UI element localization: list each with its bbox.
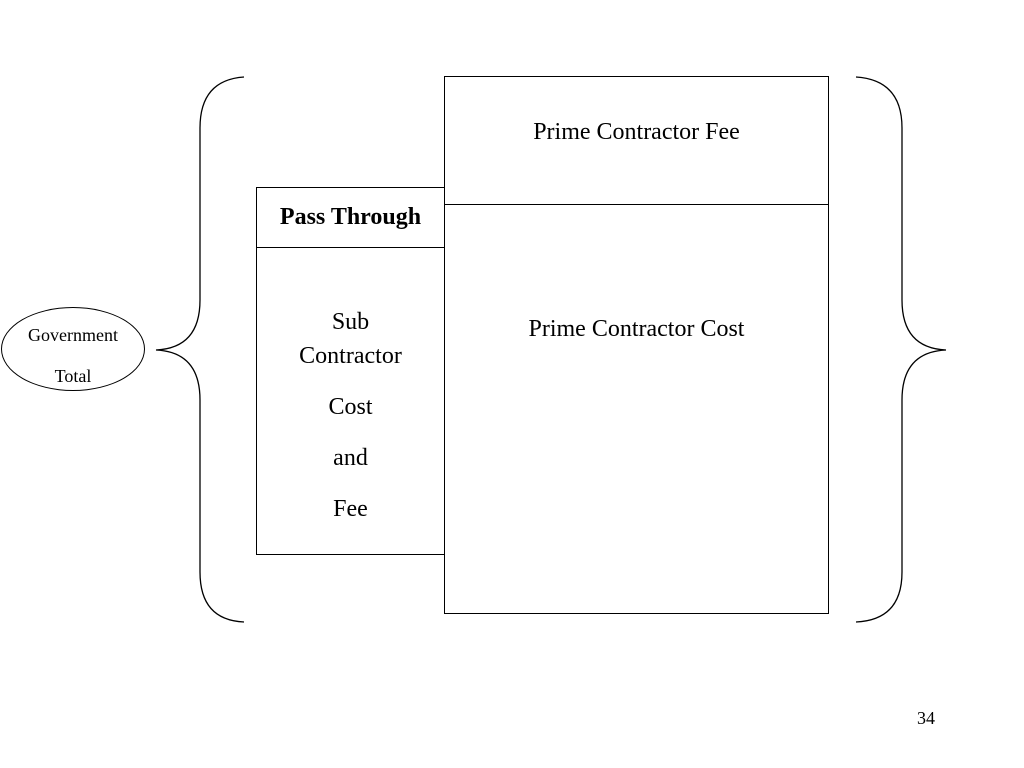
sub-contractor-label-line: Fee bbox=[333, 496, 368, 522]
sub-contractor-label-line: Cost bbox=[328, 394, 373, 420]
left-brace bbox=[155, 76, 245, 623]
government-total-label-line: Government bbox=[28, 325, 118, 345]
sub-contractor-label-line: Contractor bbox=[299, 343, 402, 369]
right-brace bbox=[855, 76, 947, 623]
sub-contractor-box bbox=[256, 247, 445, 555]
prime-contractor-fee-box bbox=[444, 76, 829, 205]
prime-contractor-fee-label: Prime Contractor Fee bbox=[533, 119, 740, 145]
pass-through-label: Pass Through bbox=[279, 204, 422, 230]
page-number: 34 bbox=[917, 708, 935, 728]
prime-contractor-cost-box bbox=[444, 204, 829, 614]
sub-contractor-label-line: Sub bbox=[331, 309, 370, 335]
prime-contractor-cost-label: Prime Contractor Cost bbox=[528, 316, 745, 342]
sub-contractor-label-line: and bbox=[333, 445, 368, 471]
government-total-ellipse bbox=[1, 307, 145, 391]
government-total-label-line: Total bbox=[54, 366, 92, 386]
